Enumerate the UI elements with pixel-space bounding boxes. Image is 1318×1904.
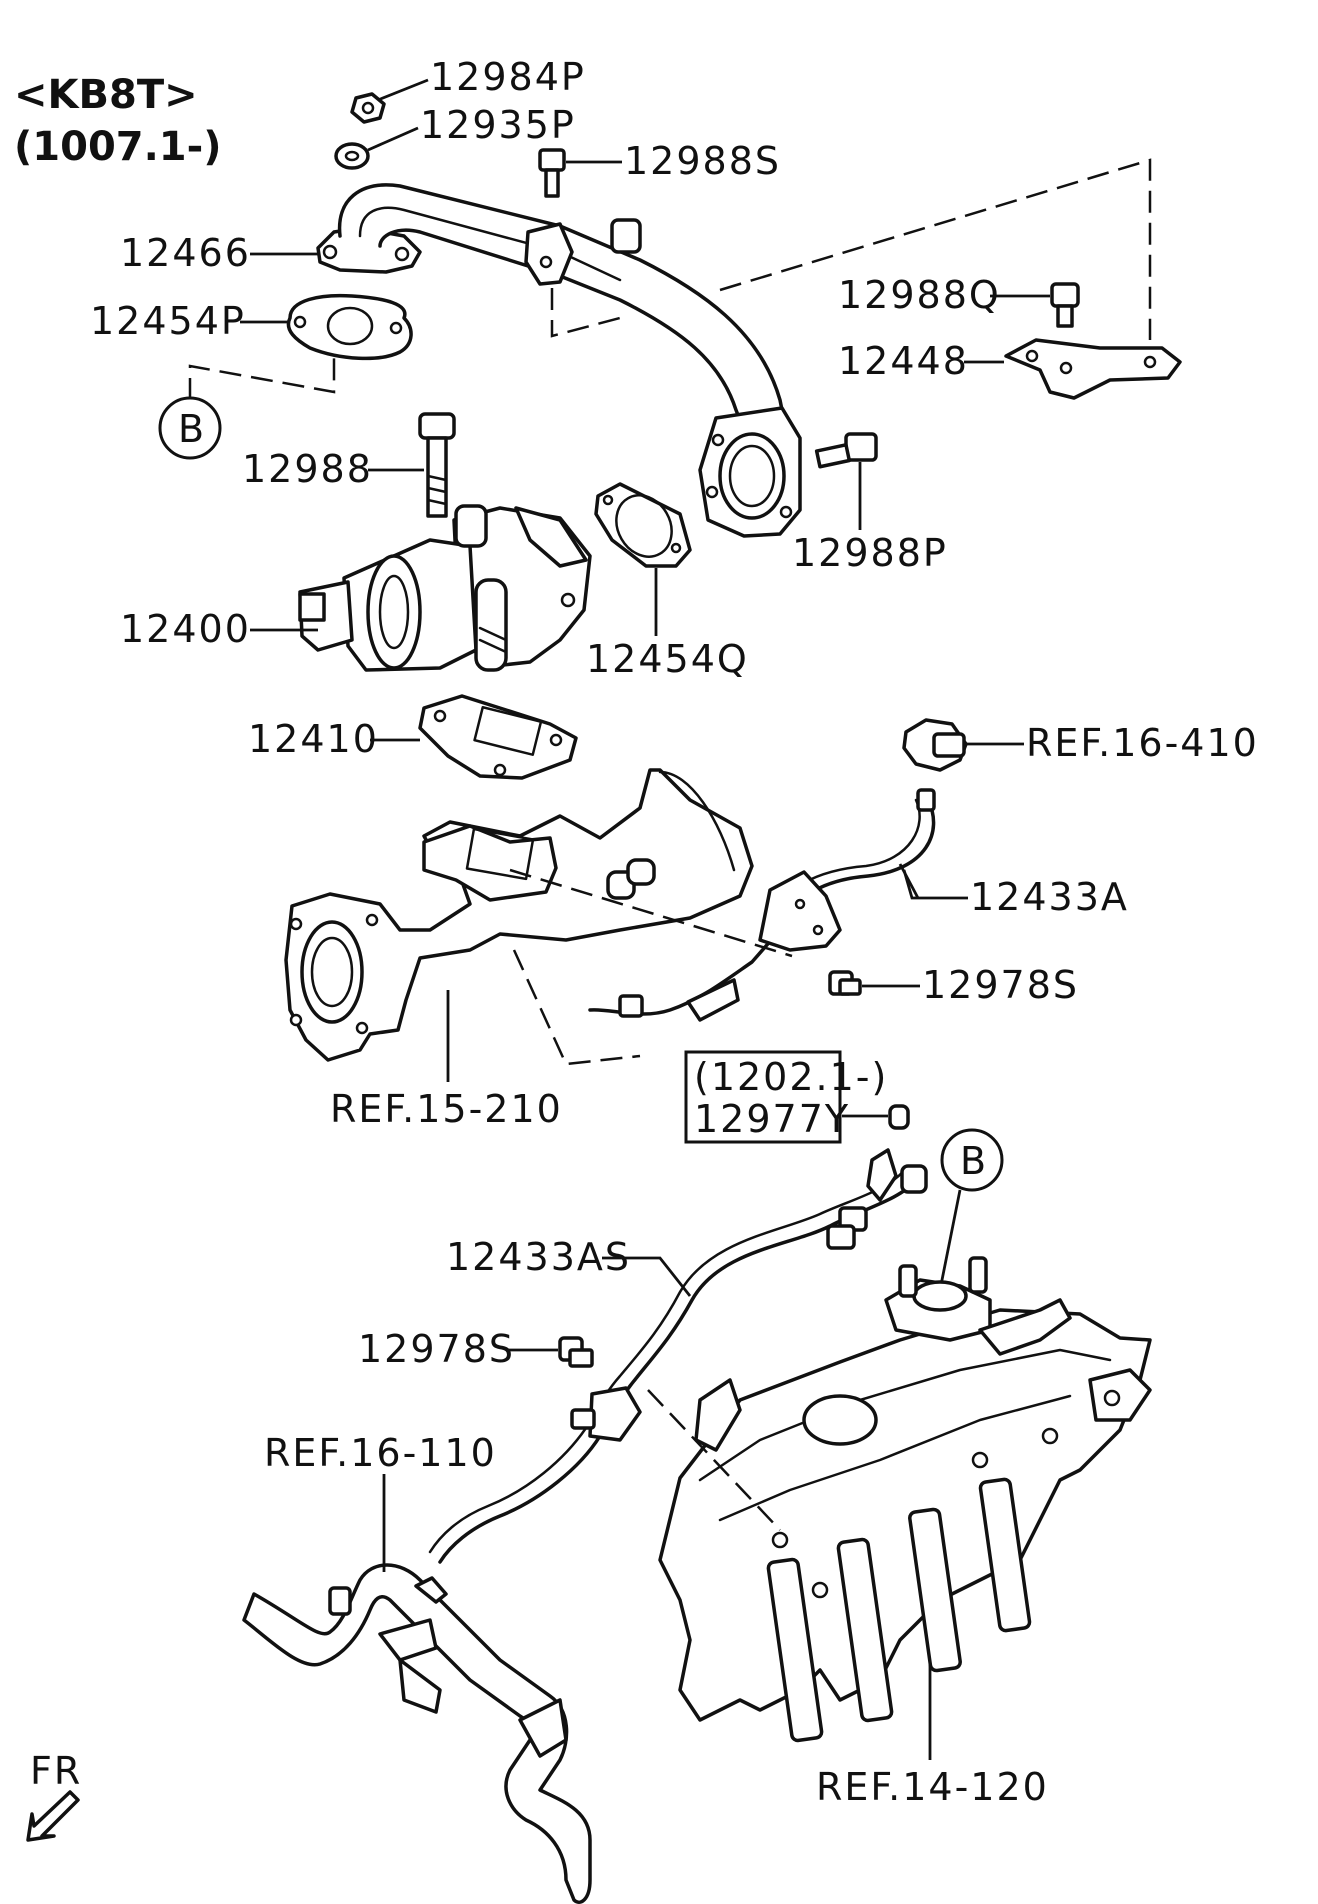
front-arrow-icon [26,1790,80,1842]
hose-12433A[interactable] [588,788,936,1022]
label-12977Y-date: (1202.1-) [694,1055,888,1099]
leader-12433A [902,869,968,900]
label-12978S-bottom[interactable]: 12978S [358,1327,515,1371]
egr-pipe-12466[interactable] [316,183,802,538]
label-12448[interactable]: 12448 [838,339,969,383]
water-pipe-ref-16-110[interactable] [242,1563,592,1904]
leader-12935P [367,126,419,152]
callout-box-12977Y[interactable]: (1202.1-) 12977Y [684,1050,888,1144]
label-12978S-top[interactable]: 12978S [922,963,1079,1007]
date-range: (1007.1-) [14,124,222,170]
label-12988S[interactable]: 12988S [624,139,781,183]
label-ref-15-210[interactable]: REF.15-210 [330,1087,563,1131]
gasket-12454P[interactable] [286,293,413,361]
label-12977Y: 12977Y [694,1097,850,1141]
leader-12433AS [602,1256,692,1297]
intake-ref-15-210[interactable] [284,768,754,1062]
label-12935P[interactable]: 12935P [420,103,576,147]
label-12984P[interactable]: 12984P [430,55,586,99]
bolt-12988P[interactable] [814,432,878,469]
label-fr: FR [30,1749,82,1793]
model-code: <KB8T> [14,72,198,118]
nut-12984P[interactable] [350,92,386,124]
label-12988Q[interactable]: 12988Q [838,273,1001,317]
leader-b-bottom [938,1189,962,1291]
dashline-hose-head [647,1389,781,1531]
svg-text:B: B [960,1139,988,1183]
svg-text:B: B [178,407,206,451]
label-12400[interactable]: 12400 [120,607,251,651]
bolt-12978S-bottom[interactable] [558,1336,594,1368]
label-12410[interactable]: 12410 [248,717,379,761]
dashline-pipe-12448 [719,158,1152,340]
leader-12433A-a [898,863,920,899]
label-ref-14-120[interactable]: REF.14-120 [816,1765,1049,1809]
cylinder-head-ref-14-120[interactable] [658,1256,1152,1743]
bolt-12988S[interactable] [538,148,566,198]
callout-b-bottom[interactable]: B [940,1128,1004,1192]
bolt-12988Q[interactable] [1050,282,1080,328]
label-12454Q[interactable]: 12454Q [586,637,749,681]
bolt-12978S-top[interactable] [828,970,862,996]
washer-12935P[interactable] [334,142,370,170]
leader-12984P [377,78,429,102]
label-ref-16-410[interactable]: REF.16-410 [1026,721,1259,765]
gasket-12454Q[interactable] [594,482,692,568]
callout-b-top[interactable]: B [158,396,222,460]
dashline-pipe-bracket [550,288,621,338]
cap-12977Y[interactable] [888,1104,910,1130]
label-12433A[interactable]: 12433A [970,875,1129,919]
egr-valve-12400[interactable] [298,504,592,672]
dashline-hose-intake [512,949,641,1066]
bolt-12988[interactable] [418,412,456,518]
label-12433AS[interactable]: 12433AS [446,1235,631,1279]
sensor-ref-16-410[interactable] [902,718,968,772]
label-ref-16-110[interactable]: REF.16-110 [264,1431,497,1475]
dashline-hose-flange [509,868,793,958]
gasket-12410[interactable] [418,694,578,780]
dashline-12454P-B [188,356,336,400]
label-12466[interactable]: 12466 [120,231,251,275]
hose-12433AS[interactable] [428,1148,928,1564]
label-12988P[interactable]: 12988P [792,531,948,575]
label-12454P[interactable]: 12454P [90,299,246,343]
bracket-12448[interactable] [1004,338,1182,400]
label-12988[interactable]: 12988 [242,447,373,491]
